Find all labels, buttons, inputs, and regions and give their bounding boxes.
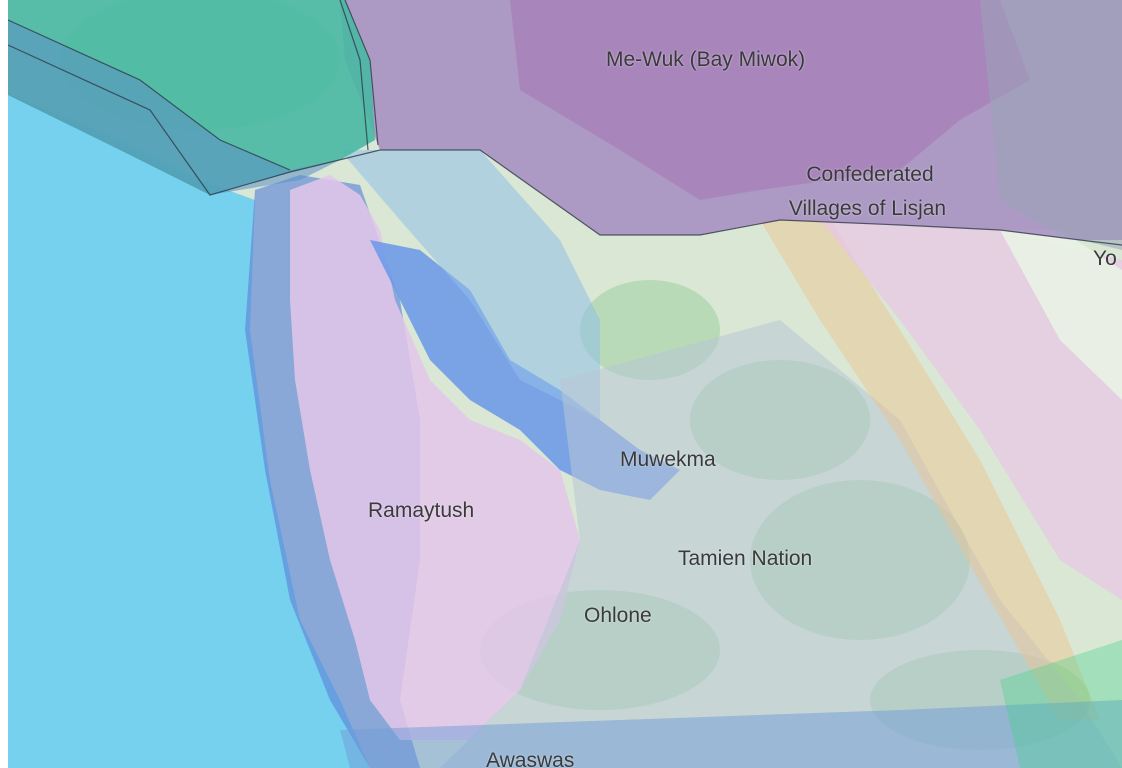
label-muwekma: Muwekma bbox=[620, 448, 716, 471]
grey-region-northeast[interactable] bbox=[980, 0, 1122, 250]
label-yo: Yo bbox=[1093, 247, 1117, 270]
label-ramaytush: Ramaytush bbox=[368, 499, 475, 522]
label-lisjan-line2: Villages of Lisjan bbox=[788, 197, 947, 220]
label-tamien-nation: Tamien Nation bbox=[678, 547, 813, 570]
orange-territory[interactable] bbox=[760, 220, 1100, 720]
bay-miwok-region[interactable] bbox=[340, 0, 1122, 240]
bay-overlay-region[interactable] bbox=[340, 150, 600, 420]
awaswas-region[interactable] bbox=[340, 700, 1122, 768]
label-ohlone: Ohlone bbox=[584, 604, 652, 627]
ramaytush-region[interactable] bbox=[290, 175, 580, 740]
label-lisjan-line1: Confederated bbox=[806, 163, 934, 186]
left-edge-strip bbox=[0, 0, 8, 768]
pacific-ocean bbox=[0, 90, 370, 768]
marin-teal-region[interactable] bbox=[8, 0, 375, 195]
muwekma-tamien-region[interactable] bbox=[440, 320, 1122, 768]
far-right-region[interactable] bbox=[1000, 230, 1122, 400]
label-bay-miwok: Me-Wuk (Bay Miwok) bbox=[606, 48, 806, 71]
southeast-green-region[interactable] bbox=[1000, 640, 1122, 768]
territory-boundaries bbox=[7, 0, 1122, 246]
bay-miwok-inner bbox=[510, 0, 1030, 200]
marin-coast-band bbox=[8, 20, 340, 195]
label-awaswas: Awaswas bbox=[486, 749, 575, 768]
